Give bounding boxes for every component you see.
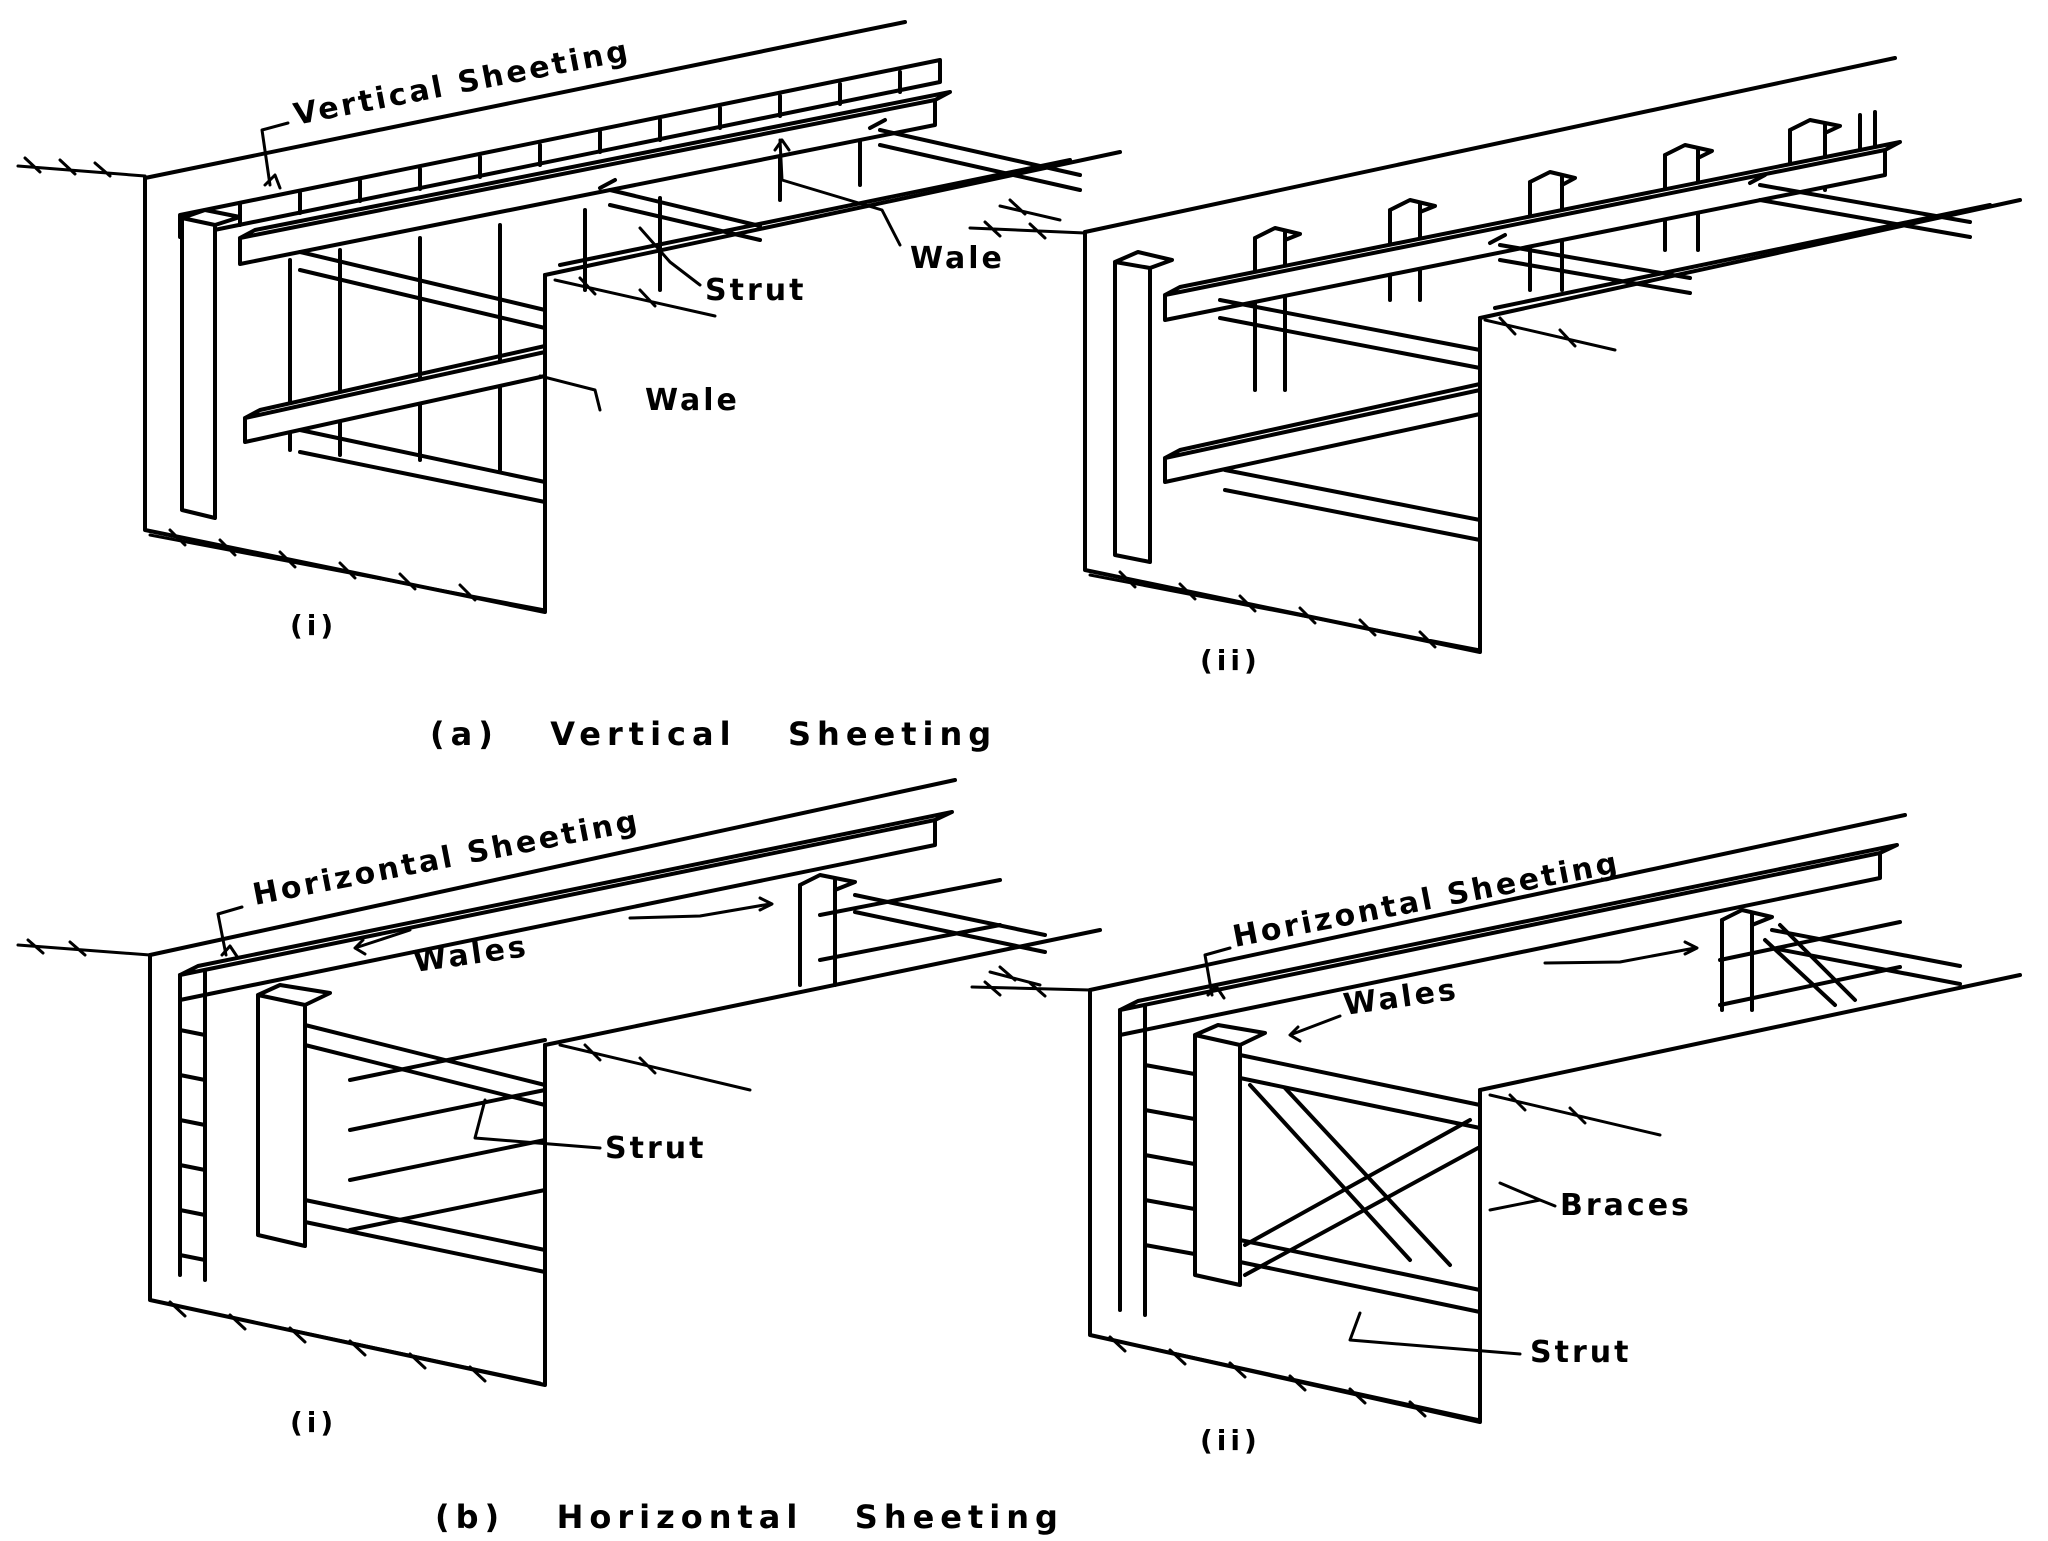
struts bbox=[1238, 928, 1962, 1314]
wale-post-back bbox=[1720, 908, 1774, 1012]
top-wale bbox=[238, 90, 952, 266]
sheeting-boards bbox=[1118, 843, 1902, 1317]
index-b-i: (i) bbox=[290, 1406, 337, 1439]
leaders bbox=[260, 121, 902, 412]
index-b-ii: (ii) bbox=[1200, 1424, 1261, 1457]
leaders bbox=[1203, 940, 1699, 1356]
sheeting-planks bbox=[1113, 110, 1877, 564]
trench-outline bbox=[1088, 988, 1482, 1424]
label-vertical-sheeting: Vertical Sheeting bbox=[291, 33, 634, 133]
sheeting-planks bbox=[178, 58, 942, 472]
struts bbox=[298, 118, 1082, 504]
ground-line-top bbox=[1088, 813, 1907, 992]
caption-a: (a) Vertical Sheeting bbox=[430, 715, 997, 753]
wale-post-front bbox=[1193, 1023, 1267, 1287]
ground-line-top bbox=[143, 20, 907, 180]
braces bbox=[1243, 923, 1857, 1277]
trench-outline bbox=[1083, 230, 1482, 654]
panel-vertical-sheeting-i bbox=[16, 20, 1122, 614]
label-strut-b-ii: Strut bbox=[1530, 1335, 1631, 1370]
panel-vertical-sheeting-ii bbox=[968, 56, 2022, 654]
label-strut-a: Strut bbox=[705, 273, 806, 308]
ground-line-right bbox=[543, 150, 1122, 277]
caption-b: (b) Horizontal Sheeting bbox=[435, 1498, 1064, 1536]
label-strut-b-i: Strut bbox=[605, 1131, 706, 1166]
back-edge bbox=[543, 158, 1072, 292]
wale-post-back bbox=[798, 873, 857, 987]
panel-horizontal-sheeting-ii bbox=[970, 813, 2022, 1424]
ground-line-top bbox=[1083, 56, 1897, 234]
trench-outline bbox=[148, 953, 547, 1387]
struts bbox=[303, 893, 1047, 1274]
ground-line-right bbox=[543, 928, 1102, 1047]
label-braces: Braces bbox=[1560, 1188, 1692, 1223]
ground-hatch bbox=[16, 156, 1062, 612]
panel-horizontal-sheeting-i bbox=[16, 778, 1102, 1387]
ground-line-right bbox=[1478, 973, 2022, 1092]
trench-outline bbox=[143, 176, 547, 614]
mid-wale bbox=[1163, 382, 1482, 484]
ground-line-top bbox=[148, 778, 957, 957]
index-a-ii: (ii) bbox=[1200, 644, 1261, 677]
label-wale-top: Wale bbox=[910, 241, 1005, 276]
left-post bbox=[180, 208, 242, 520]
leaders bbox=[216, 896, 774, 1150]
struts bbox=[1218, 173, 1972, 542]
ground-line-right bbox=[1478, 198, 2022, 320]
label-wale-mid: Wale bbox=[645, 383, 740, 418]
index-a-i: (i) bbox=[290, 609, 337, 642]
wale-post-front bbox=[256, 983, 332, 1248]
ground-hatch bbox=[16, 938, 1042, 1385]
back-edge bbox=[1493, 203, 1992, 310]
top-wale bbox=[1163, 140, 1902, 322]
